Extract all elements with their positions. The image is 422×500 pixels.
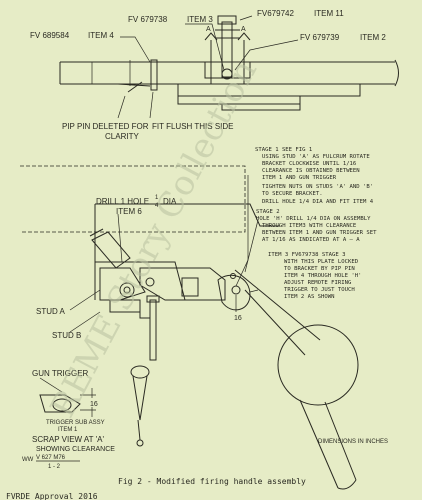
watermark: REME Story Collection bbox=[43, 53, 266, 424]
label-trigger-sub-1: TRIGGER SUB ASSY bbox=[46, 420, 105, 426]
stage-line: DRILL HOLE 1/4 DIA AND FIT ITEM 4 bbox=[262, 199, 374, 205]
label-drill-frac-num: 1 bbox=[155, 195, 159, 201]
label-dim-16-left: 16 bbox=[90, 401, 98, 408]
label-ww: WW bbox=[22, 457, 34, 463]
section-a-left: A bbox=[206, 26, 211, 33]
stage-line: THROUGH ITEM3 WITH CLEARANCE bbox=[262, 223, 357, 229]
label-gun-trigger: GUN TRIGGER bbox=[32, 369, 89, 378]
stage-line: ITEM 4 THROUGH HOLE 'H' bbox=[284, 273, 361, 279]
stage-line: HOLE 'H' DRILL 1/4 DIA ON ASSEMBLY bbox=[256, 216, 371, 222]
label-item2: ITEM 2 bbox=[360, 33, 386, 42]
figure-caption: Fig 2 - Modified firing handle assembly bbox=[118, 477, 306, 486]
stage-line: AT 1/16 AS INDICATED AT A — A bbox=[262, 237, 360, 243]
side-view bbox=[20, 165, 359, 490]
scrap-view bbox=[39, 377, 96, 417]
label-scrap-2: SHOWING CLEARANCE bbox=[36, 446, 115, 453]
stage-line: BETWEEN ITEM 1 AND GUN TRIGGER SET bbox=[262, 230, 377, 236]
section-a-right: A bbox=[241, 26, 246, 33]
stage-line: TIGHTEN NUTS ON STUDS 'A' AND 'B' bbox=[262, 184, 373, 190]
label-dimensions: DIMENSIONS IN INCHES bbox=[318, 439, 388, 445]
label-fv689584: FV 689584 bbox=[30, 31, 70, 40]
label-pip-pin-2: CLARITY bbox=[105, 132, 139, 141]
label-drill-frac-den: 4 bbox=[155, 203, 159, 209]
label-scrap-1: SCRAP VIEW AT 'A' bbox=[32, 435, 104, 444]
stage-line: STAGE 1 SEE FIG 1 bbox=[255, 147, 312, 153]
label-item4: ITEM 4 bbox=[88, 31, 114, 40]
label-fv679742: FV679742 bbox=[257, 9, 294, 18]
stage-line: TRIGGER TO JUST TOUCH bbox=[284, 287, 355, 293]
label-stud-b: STUD B bbox=[52, 331, 81, 340]
label-item11: ITEM 11 bbox=[314, 9, 344, 18]
label-item6: ITEM 6 bbox=[116, 207, 142, 216]
stage-line: WITH THIS PLATE LOCKED bbox=[284, 259, 359, 265]
label-item3-top: ITEM 3 bbox=[187, 15, 213, 24]
stage-line: ITEM 3 FV679738 STAGE 3 bbox=[268, 252, 345, 258]
label-trigger-sub-2: ITEM 1 bbox=[58, 427, 78, 433]
label-drill-dia: DIA bbox=[163, 197, 177, 206]
label-drill: DRILL 1 HOLE bbox=[96, 197, 149, 206]
stage-line: ADJUST REMOTE FIRING bbox=[284, 280, 352, 286]
stage-line: STAGE 2 bbox=[256, 209, 280, 215]
label-fv679739: FV 679739 bbox=[300, 33, 340, 42]
label-dim-16-right: 16 bbox=[234, 315, 242, 322]
label-ww-sheet: 1 - 2 bbox=[48, 464, 61, 470]
label-ww-num: V 627 M76 bbox=[36, 455, 66, 461]
label-stud-a: STUD A bbox=[36, 307, 66, 316]
stage-notes: STAGE 1 SEE FIG 1 USING STUD 'A' AS FULC… bbox=[255, 147, 377, 300]
stage-line: USING STUD 'A' AS FULCRUM ROTATE bbox=[262, 154, 370, 160]
top-assembly-view bbox=[59, 15, 399, 119]
label-fit-flush: FIT FLUSH THIS SIDE bbox=[152, 122, 234, 131]
label-fv679738: FV 679738 bbox=[128, 15, 168, 24]
stage-line: ITEM 1 AND GUN TRIGGER bbox=[262, 175, 337, 181]
stage-line: ITEM 2 AS SHOWN bbox=[284, 294, 335, 300]
stage-line: BRACKET CLOCKWISE UNTIL 1/16 bbox=[262, 161, 356, 167]
label-pip-pin-1: PIP PIN DELETED FOR bbox=[62, 122, 149, 131]
stage-line: TO BRACKET BY PIP PIN bbox=[284, 266, 355, 272]
stage-line: CLEARANCE IS OBTAINED BETWEEN bbox=[262, 168, 360, 174]
stage-line: TO SECURE BRACKET. bbox=[262, 191, 323, 197]
footer-approval: FVRDE Approval 2016 bbox=[6, 492, 98, 500]
